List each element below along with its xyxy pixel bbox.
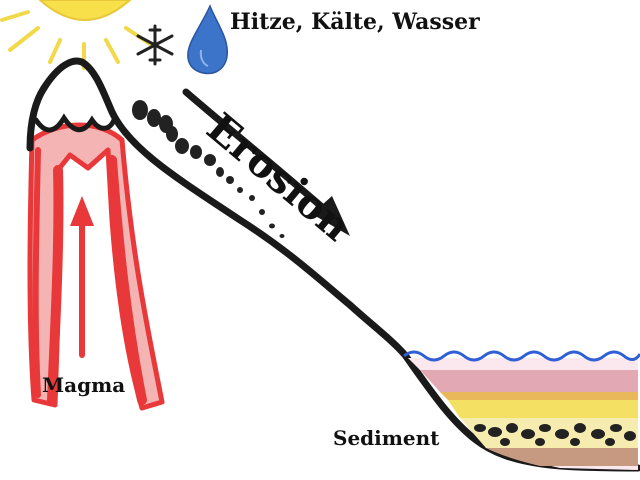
water-drop-icon [188, 6, 227, 73]
sediment-label: Sediment [333, 426, 439, 450]
magma-channel [30, 125, 162, 408]
sediment-layers [408, 358, 638, 470]
snowflake-icon [138, 26, 172, 64]
weather-label: Hitze, Kälte, Wasser [230, 9, 480, 35]
magma-arrow-icon [70, 196, 94, 355]
magma-label: Magma [42, 373, 125, 397]
